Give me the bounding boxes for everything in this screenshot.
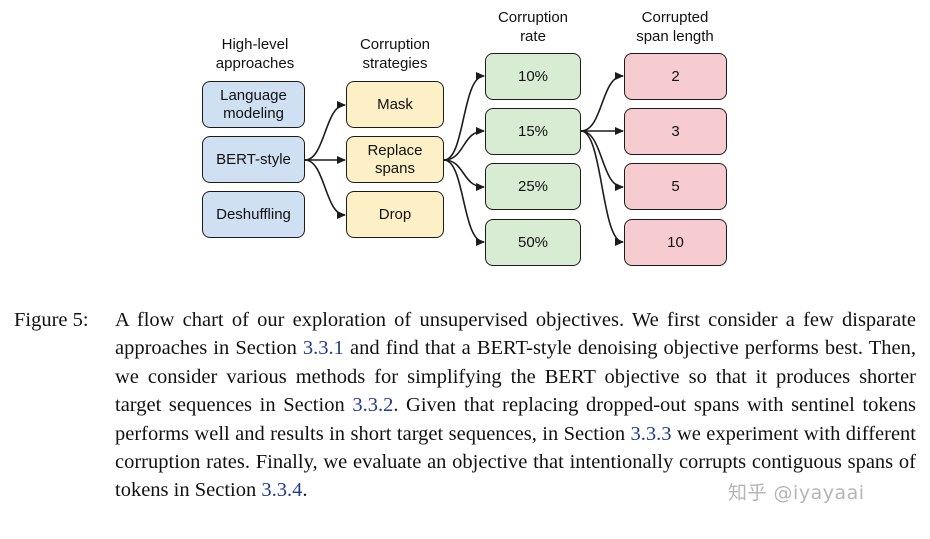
rate-15: 15% <box>485 108 581 155</box>
arrow-15-to-2 <box>580 72 624 132</box>
approach-bert-style: BERT-style <box>202 136 305 183</box>
flow-chart: High-level approaches Corruption strateg… <box>202 9 727 266</box>
arrow-replace-to-10 <box>443 72 485 161</box>
arrow-replace-to-50 <box>443 159 485 246</box>
caption-text-part: . Given that replacing dropped-out spans… <box>115 394 916 445</box>
watermark: 知乎 @iyayaai <box>728 482 865 504</box>
caption-text-part: and find that a BERT-style denoising obj… <box>115 337 916 417</box>
section-link-3-3-1[interactable]: 3.3.1 <box>302 337 344 360</box>
arrow-bert-to-drop <box>304 159 346 219</box>
caption-text-part: we experiment with different corruption … <box>115 422 916 502</box>
column-header-rate: Corruption rate <box>497 9 569 45</box>
column-header-span-length: Corrupted span length <box>636 9 714 45</box>
approach-deshuffling: Deshuffling <box>202 191 305 238</box>
approach-language-modeling: Language modeling <box>202 81 305 128</box>
span-length-3: 3 <box>624 108 727 155</box>
rate-25: 25% <box>485 163 581 210</box>
caption-label: Figure 5: <box>14 309 89 331</box>
flow-arrows <box>304 72 624 246</box>
span-length-10: 10 <box>624 219 727 266</box>
section-link-3-3-4[interactable]: 3.3.4 <box>261 479 303 502</box>
arrow-replace-to-25 <box>443 159 485 191</box>
caption-text-part: A flow chart of our exploration of unsup… <box>115 309 916 360</box>
strategy-drop: Drop <box>346 191 444 238</box>
section-link-3-3-2[interactable]: 3.3.2 <box>352 394 394 417</box>
strategy-mask: Mask <box>346 81 444 128</box>
rate-50: 50% <box>485 219 581 266</box>
span-length-5: 5 <box>624 163 727 210</box>
arrow-15-to-5 <box>580 130 624 191</box>
section-link-3-3-3[interactable]: 3.3.3 <box>630 422 672 445</box>
column-header-approaches: High-level approaches <box>215 36 295 72</box>
arrow-15-to-10 <box>580 130 624 246</box>
column-header-strategies: Corruption strategies <box>359 36 431 72</box>
span-length-2: 2 <box>624 53 727 100</box>
arrow-replace-to-15 <box>443 127 485 161</box>
caption-text-part: . <box>302 479 308 502</box>
strategy-replace-spans: Replace spans <box>346 136 444 183</box>
caption-text: A flow chart of our exploration of unsup… <box>115 306 916 505</box>
rate-10: 10% <box>485 53 581 100</box>
arrow-bert-to-mask <box>304 101 346 161</box>
